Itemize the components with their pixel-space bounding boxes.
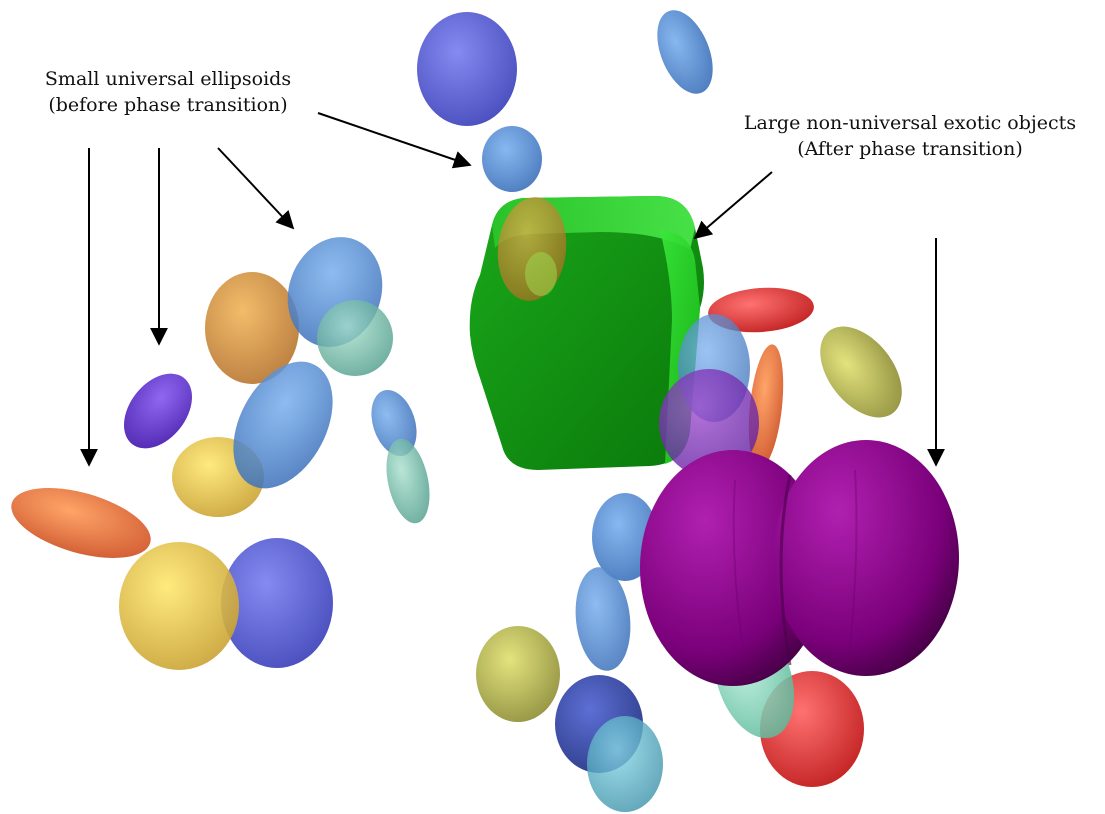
ellipsoid	[646, 2, 723, 102]
ellipsoid	[317, 300, 393, 376]
exotic-objects-caption-line2: (After phase transition)	[700, 136, 1105, 162]
small-ellipsoids-caption-line1: Small universal ellipsoids	[8, 66, 328, 92]
ellipsoid	[587, 716, 663, 812]
ellipsoid	[119, 542, 239, 670]
ellipsoid	[4, 474, 159, 571]
exotic-objects-caption-line1: Large non-universal exotic objects	[700, 110, 1105, 136]
purple-dumbbell	[640, 440, 959, 686]
ellipsoid	[417, 12, 517, 126]
small-ellipsoids-caption-line2: (before phase transition)	[8, 92, 328, 118]
ellipsoid	[525, 252, 557, 296]
exotic-objects-caption: Large non-universal exotic objects (Afte…	[700, 110, 1105, 162]
small-ellipsoids-caption: Small universal ellipsoids (before phase…	[8, 66, 328, 118]
ellipsoid	[482, 126, 542, 192]
ellipsoid	[476, 626, 560, 722]
arrow-to-cube	[695, 172, 772, 238]
arrow-to-left-ellipsoid-3	[218, 148, 293, 228]
ellipsoid	[804, 311, 918, 432]
